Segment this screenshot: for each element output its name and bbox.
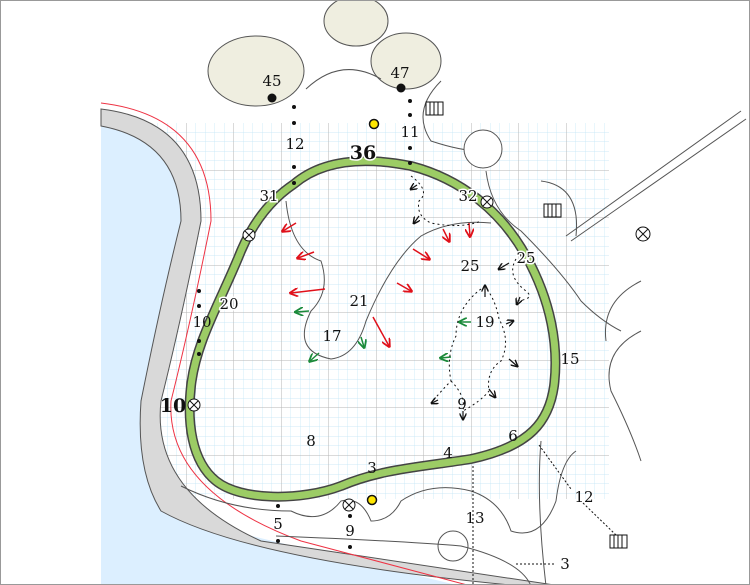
blob <box>323 1 389 47</box>
label-6: 6 <box>508 427 518 445</box>
label-21: 21 <box>349 292 368 310</box>
label-20: 20 <box>219 295 238 313</box>
terrain-edge <box>604 280 642 462</box>
label-47: 47 <box>390 64 409 82</box>
shore-band <box>100 108 552 584</box>
label-32: 32 <box>458 187 477 205</box>
dotted-flows <box>410 175 530 412</box>
tree-icon <box>437 530 469 562</box>
terrain-edge <box>540 110 747 242</box>
label-25-track: 25 <box>516 249 535 267</box>
label-5: 5 <box>273 515 283 533</box>
label-4: 4 <box>443 444 453 462</box>
label-8: 8 <box>306 432 316 450</box>
label-36: 36 <box>350 142 376 164</box>
label-9-bottom: 9 <box>345 522 355 540</box>
label-15: 15 <box>560 350 579 368</box>
label-10-small: 10 <box>192 313 211 331</box>
label-3-bottom: 3 <box>560 555 570 573</box>
label-19: 19 <box>475 313 494 331</box>
yellow-marker[interactable] <box>368 118 380 130</box>
label-9-inner: 9 <box>457 395 467 413</box>
terrain-edge <box>180 450 577 534</box>
green-arrows <box>296 311 471 361</box>
blob <box>207 35 305 107</box>
race-track[interactable] <box>186 157 559 501</box>
red-arrows <box>283 222 470 346</box>
label-10-large: 10 <box>160 395 186 417</box>
crossed-circle-icons[interactable] <box>187 195 651 512</box>
yellow-marker[interactable] <box>366 494 378 506</box>
label-17: 17 <box>322 327 341 345</box>
blob <box>370 32 442 90</box>
tree-icon <box>463 129 503 169</box>
label-12-right: 12 <box>574 488 593 506</box>
boundary-line <box>100 102 466 584</box>
label-31: 31 <box>259 187 278 205</box>
gate-grid-icons <box>425 101 628 549</box>
label-12: 12 <box>285 135 304 153</box>
label-45: 45 <box>262 72 281 90</box>
label-3-track: 3 <box>367 459 377 477</box>
checkpoint-dots <box>197 83 412 549</box>
road <box>275 440 547 584</box>
label-11: 11 <box>400 123 419 141</box>
inner-path <box>285 200 492 360</box>
black-arrows <box>411 185 520 419</box>
label-25-inner: 25 <box>460 257 479 275</box>
label-13: 13 <box>465 509 484 527</box>
